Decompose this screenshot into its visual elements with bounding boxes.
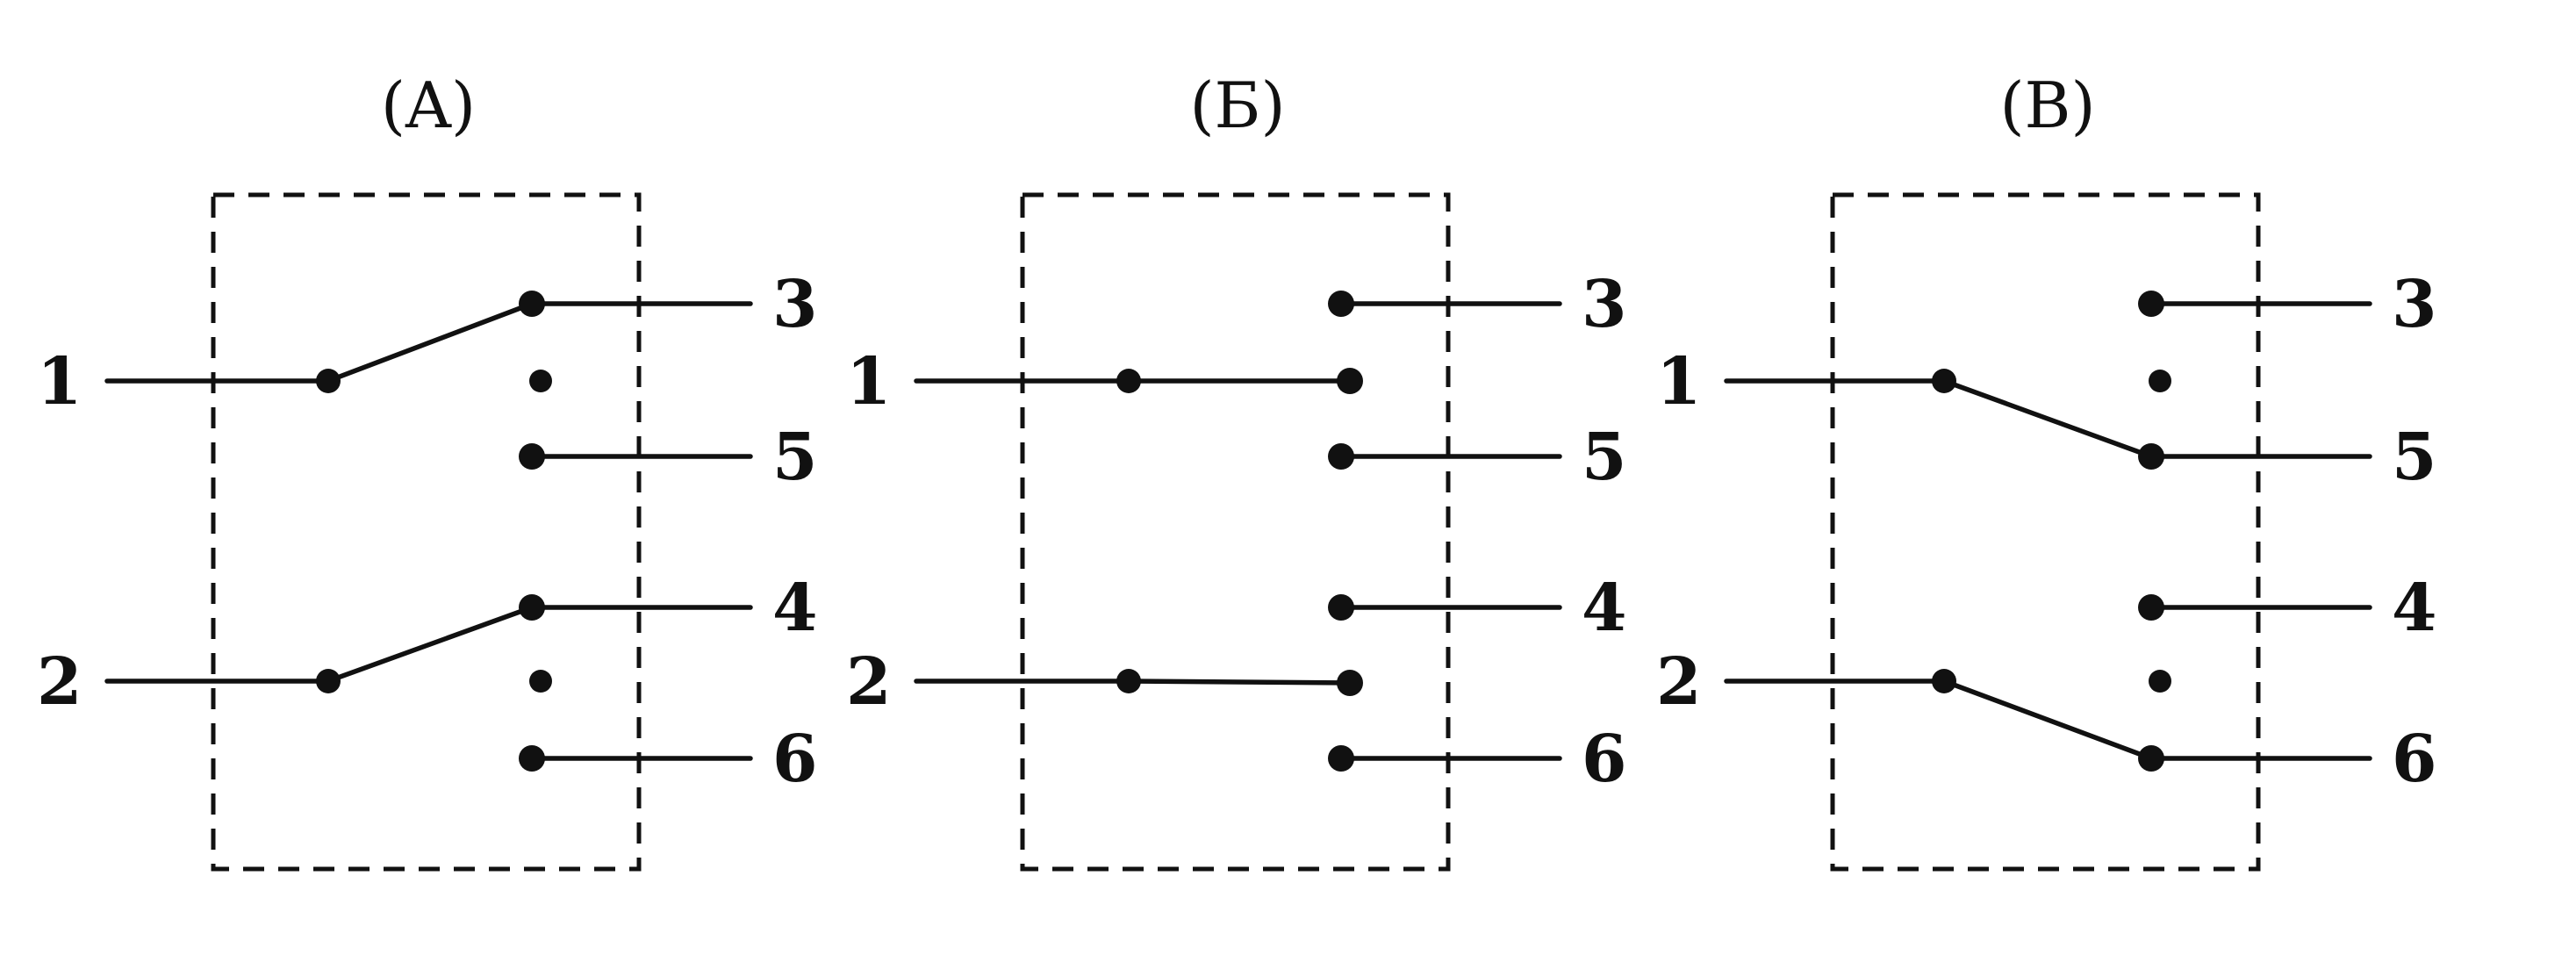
panel-a: (A) 1 2 3 5 4 6 [37, 68, 818, 872]
pivot-dot-2 [316, 669, 341, 693]
terminal-label-1: 1 [1656, 344, 1702, 420]
terminal-label-2: 2 [1656, 644, 1702, 720]
terminal-label-6: 6 [2392, 722, 2437, 797]
panel-b: (Б) 1 2 3 5 4 6 [846, 68, 1627, 872]
contact-dot-3 [519, 291, 545, 317]
terminal-label-4: 4 [772, 571, 818, 646]
terminal-label-3: 3 [772, 267, 818, 342]
terminal-label-5: 5 [2392, 420, 2437, 495]
contact-dot-4 [2138, 594, 2164, 621]
terminal-label-1: 1 [846, 344, 892, 420]
contact-dot-middle-1 [529, 370, 552, 392]
terminal-label-5: 5 [1582, 420, 1627, 495]
terminal-label-6: 6 [772, 722, 818, 797]
contact-dot-4 [519, 594, 545, 621]
terminal-label-3: 3 [2392, 267, 2437, 342]
switch-housing [1830, 192, 2261, 872]
switch-housing [211, 192, 642, 872]
contact-dot-3 [1328, 291, 1354, 317]
switch-housing [1020, 192, 1451, 872]
switch-blade-1 [1941, 378, 2154, 459]
contact-dot-middle-2 [529, 670, 552, 693]
contact-dot-6 [2138, 745, 2164, 772]
pivot-dot-1 [1116, 369, 1141, 393]
terminal-label-1: 1 [37, 344, 83, 420]
contact-dot-middle-1 [1337, 368, 1363, 394]
pivot-dot-1 [316, 369, 341, 393]
contact-dot-5 [1328, 443, 1354, 470]
contact-dot-5 [519, 443, 545, 470]
panel-title: (В) [1999, 68, 2095, 142]
contact-dot-6 [1328, 745, 1354, 772]
contact-dot-middle-2 [1337, 670, 1363, 696]
switch-blade-2 [1126, 679, 1353, 686]
panel-title: (A) [381, 68, 476, 142]
terminal-label-2: 2 [37, 644, 83, 720]
terminal-label-3: 3 [1582, 267, 1627, 342]
switch-blade-2 [326, 605, 535, 684]
terminal-label-4: 4 [1582, 571, 1627, 646]
switch-blade-1 [326, 301, 535, 384]
panel-title: (Б) [1189, 68, 1285, 142]
pivot-dot-2 [1932, 669, 1956, 693]
panel-c: (В) 1 2 3 5 4 6 [1656, 68, 2437, 872]
terminal-label-6: 6 [1582, 722, 1627, 797]
contact-dot-middle-1 [2149, 370, 2171, 392]
switch-blade-2 [1941, 679, 2154, 761]
contact-dot-6 [519, 745, 545, 772]
terminal-label-4: 4 [2392, 571, 2437, 646]
contact-dot-3 [2138, 291, 2164, 317]
terminal-label-5: 5 [772, 420, 818, 495]
contact-dot-5 [2138, 443, 2164, 470]
pivot-dot-2 [1116, 669, 1141, 693]
terminal-label-2: 2 [846, 644, 892, 720]
pivot-dot-1 [1932, 369, 1956, 393]
contact-dot-4 [1328, 594, 1354, 621]
contact-dot-middle-2 [2149, 670, 2171, 693]
